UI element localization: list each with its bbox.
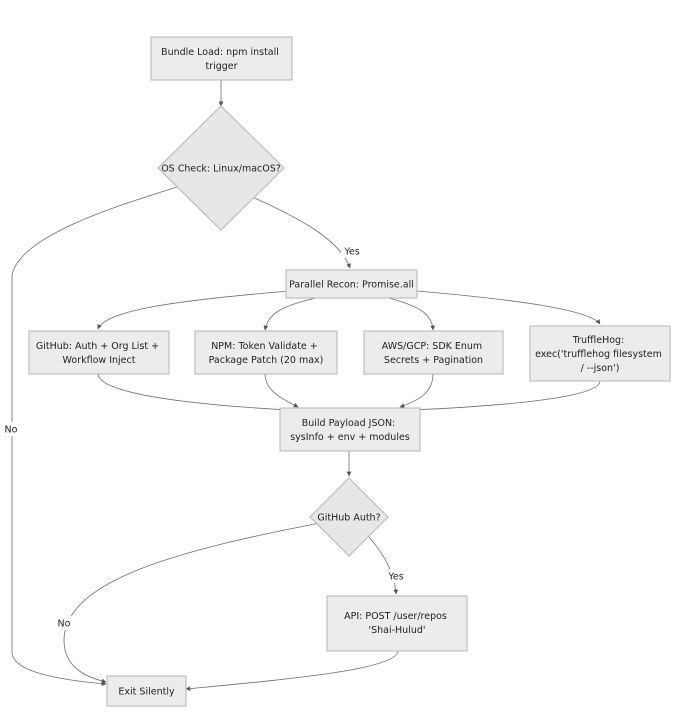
edge-oscheck-no-to-exit [11, 185, 181, 687]
label-os-no: No [2, 422, 20, 436]
edge-oscheck-yes-to-recon [249, 195, 351, 269]
node-trufflehog-line-3: / --json') [581, 363, 620, 374]
edge-api-to-exit [185, 650, 399, 691]
node-build-payload-line-1: Build Payload JSON: [302, 418, 396, 429]
node-build-payload-text: Build Payload JSON: sysInfo + env + modu… [290, 418, 410, 443]
node-parallel-recon-text: Parallel Recon: Promise.all [289, 280, 414, 291]
edge-github-to-payload [97, 373, 289, 413]
node-github-auth-line-1: GitHub Auth? [317, 513, 380, 524]
edge-trufflehog-to-payload [411, 380, 601, 413]
node-os-check: OS Check: Linux/macOS? [157, 105, 285, 231]
edge-cloud-to-payload [399, 373, 434, 408]
node-bundle-load-line-1: Bundle Load: npm install [161, 47, 279, 58]
label-os-no-text: No [5, 425, 18, 436]
node-build-payload-line-2: sysInfo + env + modules [290, 432, 410, 443]
node-cloud-recon-line-1: AWS/GCP: SDK Enum [382, 341, 482, 352]
node-trufflehog: TruffleHog: exec('trufflehog filesystem … [529, 325, 671, 382]
node-api-post-line-1: API: POST /user/repos [344, 611, 447, 622]
node-api-post-line-2: 'Shai-Hulud' [368, 625, 425, 636]
edge-labels: Yes No Yes No [2, 244, 407, 630]
label-auth-no: No [55, 616, 73, 630]
node-exit-silently-line-1: Exit Silently [118, 687, 175, 698]
label-auth-yes-text: Yes [387, 572, 403, 583]
label-auth-no-text: No [58, 619, 71, 630]
node-github-recon-text: GitHub: Auth + Org List + Workflow Injec… [36, 341, 162, 366]
node-build-payload: Build Payload JSON: sysInfo + env + modu… [279, 407, 421, 452]
edge-recon-to-github [97, 290, 291, 330]
nodes: Bundle Load: npm install trigger OS Chec… [28, 36, 671, 707]
node-os-check-line-1: OS Check: Linux/macOS? [161, 164, 281, 175]
node-api-post-text: API: POST /user/repos 'Shai-Hulud' [344, 611, 450, 636]
node-github-auth: GitHub Auth? [309, 477, 389, 557]
node-npm-recon: NPM: Token Validate + Package Patch (20 … [194, 330, 338, 375]
node-parallel-recon-line-1: Parallel Recon: Promise.all [289, 280, 414, 291]
label-os-yes-text: Yes [343, 247, 359, 258]
edge-authcheck-yes-to-api [367, 535, 399, 595]
edge-authcheck-no-to-exit [63, 522, 321, 684]
node-trufflehog-line-1: TruffleHog: [572, 335, 625, 346]
node-cloud-recon-text: AWS/GCP: SDK Enum Secrets + Pagination [382, 341, 485, 366]
edges [11, 80, 601, 691]
node-exit-silently-text: Exit Silently [118, 687, 175, 698]
edge-recon-to-cloud [384, 296, 436, 331]
node-github-recon: GitHub: Auth + Org List + Workflow Injec… [28, 330, 170, 375]
node-github-recon-line-2: Workflow Inject [63, 355, 136, 366]
edge-recon-to-trufflehog [416, 290, 601, 325]
label-os-yes: Yes [341, 244, 363, 258]
edge-npm-to-payload [264, 373, 299, 408]
node-api-post: API: POST /user/repos 'Shai-Hulud' [326, 595, 468, 652]
label-auth-yes: Yes [385, 569, 407, 583]
node-exit-silently: Exit Silently [106, 675, 187, 707]
node-cloud-recon: AWS/GCP: SDK Enum Secrets + Pagination [363, 330, 504, 375]
node-npm-recon-text: NPM: Token Validate + Package Patch (20 … [209, 341, 324, 366]
node-bundle-load: Bundle Load: npm install trigger [150, 36, 293, 81]
node-trufflehog-text: TruffleHog: exec('trufflehog filesystem … [535, 335, 665, 374]
edge-recon-to-npm [263, 296, 321, 331]
node-github-auth-text: GitHub Auth? [317, 513, 380, 524]
node-os-check-text: OS Check: Linux/macOS? [161, 164, 281, 175]
node-npm-recon-line-2: Package Patch (20 max) [209, 355, 324, 366]
node-github-recon-line-1: GitHub: Auth + Org List + [36, 341, 159, 352]
node-parallel-recon: Parallel Recon: Promise.all [285, 269, 418, 299]
node-bundle-load-text: Bundle Load: npm install trigger [161, 47, 282, 72]
node-trufflehog-line-2: exec('trufflehog filesystem [535, 349, 662, 360]
node-bundle-load-line-2: trigger [205, 61, 237, 72]
node-npm-recon-line-1: NPM: Token Validate + [211, 341, 318, 352]
node-cloud-recon-line-2: Secrets + Pagination [384, 355, 483, 366]
